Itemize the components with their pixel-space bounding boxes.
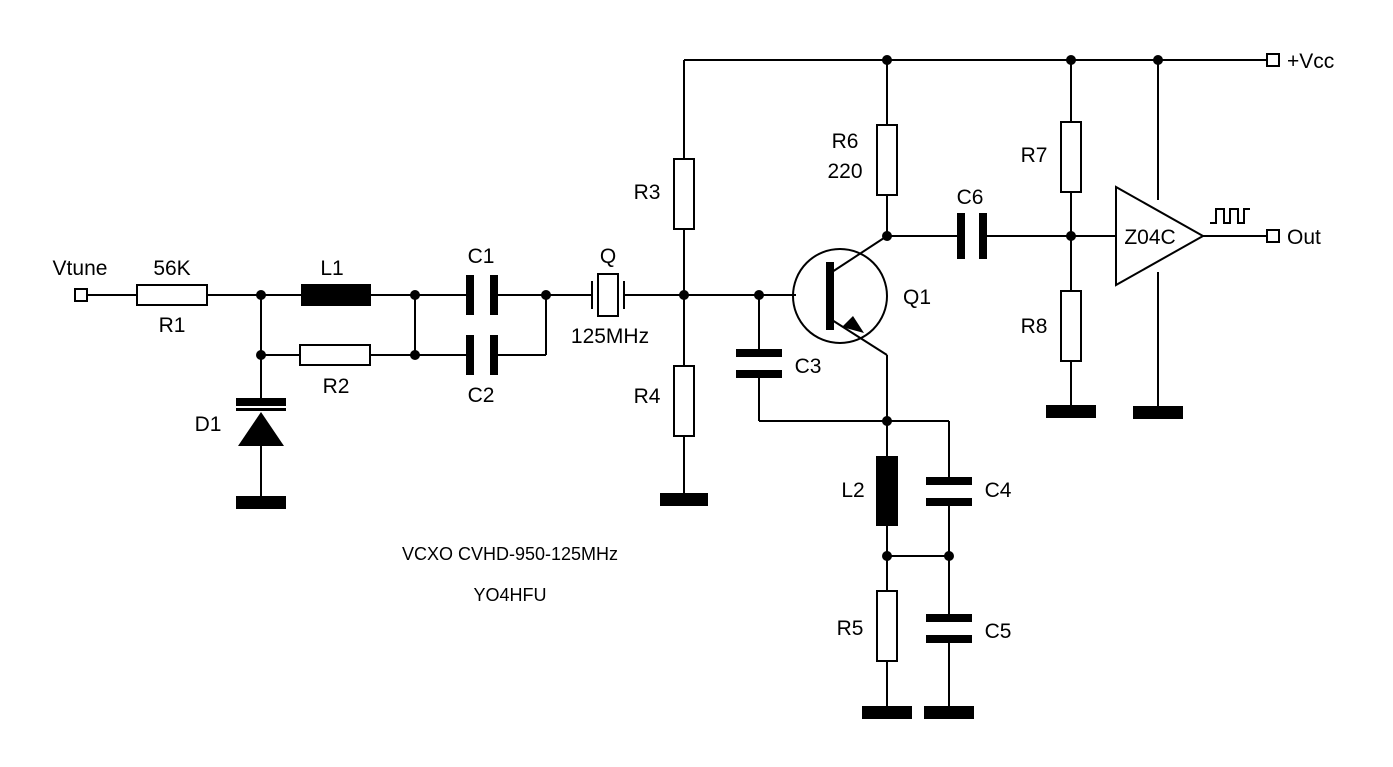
- capacitor-c6: [957, 213, 987, 259]
- r1-label: R1: [159, 314, 186, 337]
- port-vcc: [1266, 53, 1280, 67]
- resistor-r3: [673, 158, 695, 230]
- ground-symbols: [236, 405, 1183, 719]
- resistor-r5: [876, 590, 898, 662]
- r6-value: 220: [827, 160, 862, 183]
- capacitor-c1: [466, 275, 498, 315]
- q-label: Q: [600, 245, 616, 268]
- port-vtune: [74, 288, 88, 302]
- r5-label: R5: [837, 617, 864, 640]
- title-line-2: YO4HFU: [473, 585, 546, 605]
- r6-label: R6: [832, 130, 859, 153]
- l2-label: L2: [841, 479, 864, 502]
- resistor-r6: [876, 124, 898, 196]
- c4-label: C4: [985, 479, 1012, 502]
- out-label: Out: [1287, 226, 1321, 249]
- c1-label: C1: [468, 245, 495, 268]
- l1-label: L1: [320, 257, 343, 280]
- square-wave-icon: [1210, 208, 1250, 224]
- r1-value: 56K: [153, 257, 190, 280]
- capacitor-c3: [736, 349, 782, 378]
- r2-label: R2: [323, 375, 350, 398]
- resistor-r1: [136, 284, 208, 306]
- d1-label: D1: [195, 413, 222, 436]
- resistor-r7: [1060, 121, 1082, 193]
- capacitor-c5: [926, 614, 972, 643]
- resistor-r4: [673, 365, 695, 437]
- inductor-l1: [301, 284, 371, 306]
- c6-label: C6: [957, 186, 984, 209]
- capacitor-c2: [466, 335, 498, 375]
- c5-label: C5: [985, 620, 1012, 643]
- z04c-label: Z04C: [1124, 226, 1175, 249]
- junction-dots: [256, 55, 1163, 561]
- c2-label: C2: [468, 384, 495, 407]
- port-out: [1266, 229, 1280, 243]
- inductor-l2: [876, 456, 898, 526]
- resistor-r8: [1060, 290, 1082, 362]
- varicap-diode-d1: [236, 398, 286, 446]
- resistor-r2: [299, 344, 371, 366]
- vtune-label: Vtune: [53, 257, 108, 280]
- q-value: 125MHz: [571, 325, 649, 348]
- q1-label: Q1: [903, 286, 931, 309]
- c3-label: C3: [795, 355, 822, 378]
- transistor-q1: [792, 248, 888, 344]
- r8-label: R8: [1021, 315, 1048, 338]
- vcc-label: +Vcc: [1287, 50, 1334, 73]
- r7-label: R7: [1021, 144, 1048, 167]
- buffer-z04c: [1115, 185, 1206, 287]
- r4-label: R4: [634, 385, 661, 408]
- capacitor-c4: [926, 477, 972, 506]
- crystal-q: [591, 273, 625, 317]
- title-line-1: VCXO CVHD-950-125MHz: [402, 544, 618, 564]
- r3-label: R3: [634, 181, 661, 204]
